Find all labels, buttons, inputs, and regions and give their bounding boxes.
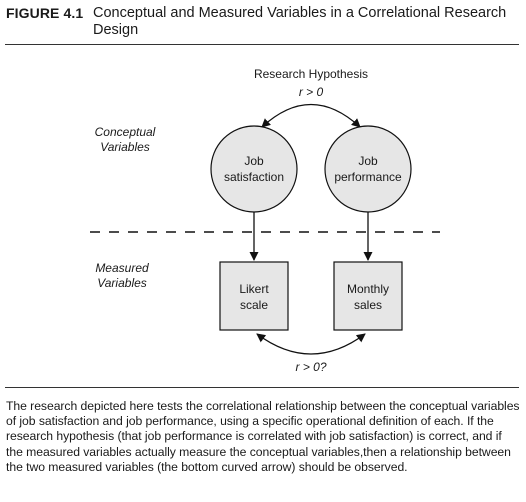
likert-scale-line2: scale <box>240 298 268 312</box>
figure-number: FIGURE 4.1 <box>6 5 84 21</box>
measured-node-monthly-sales: Monthly sales <box>333 261 403 331</box>
figure-title: Conceptual and Measured Variables in a C… <box>93 5 507 38</box>
measured-curved-arrow <box>256 333 366 355</box>
conceptual-variables-label-line1: Conceptual <box>95 125 156 139</box>
bottom-rule <box>5 387 519 388</box>
likert-scale-line1: Likert <box>239 282 269 296</box>
conceptual-variables-label-line2: Variables <box>100 140 150 154</box>
measured-relation-label: r > 0? <box>295 360 326 374</box>
top-rule <box>5 44 519 45</box>
correlational-design-diagram: Research Hypothesis r > 0 Conceptual Var… <box>90 67 440 374</box>
measured-variables-label-line2: Variables <box>97 276 147 290</box>
job-performance-line1: Job <box>358 154 378 168</box>
job-satisfaction-line1: Job <box>244 154 264 168</box>
job-performance-line2: performance <box>334 170 402 184</box>
conceptual-node-job-satisfaction: Job satisfaction <box>210 125 298 213</box>
measured-variables-label-line1: Measured <box>95 261 149 275</box>
measured-node-likert-scale: Likert scale <box>219 261 289 331</box>
figure-caption: The research depicted here tests the cor… <box>6 399 520 474</box>
monthly-sales-line2: sales <box>354 298 382 312</box>
hypothesis-curved-arrow <box>261 103 361 128</box>
conceptual-node-job-performance: Job performance <box>324 125 412 213</box>
hypothesis-label: Research Hypothesis <box>254 67 368 81</box>
hypothesis-relation-label: r > 0 <box>299 85 324 99</box>
monthly-sales-line1: Monthly <box>347 282 389 296</box>
job-satisfaction-line2: satisfaction <box>224 170 284 184</box>
